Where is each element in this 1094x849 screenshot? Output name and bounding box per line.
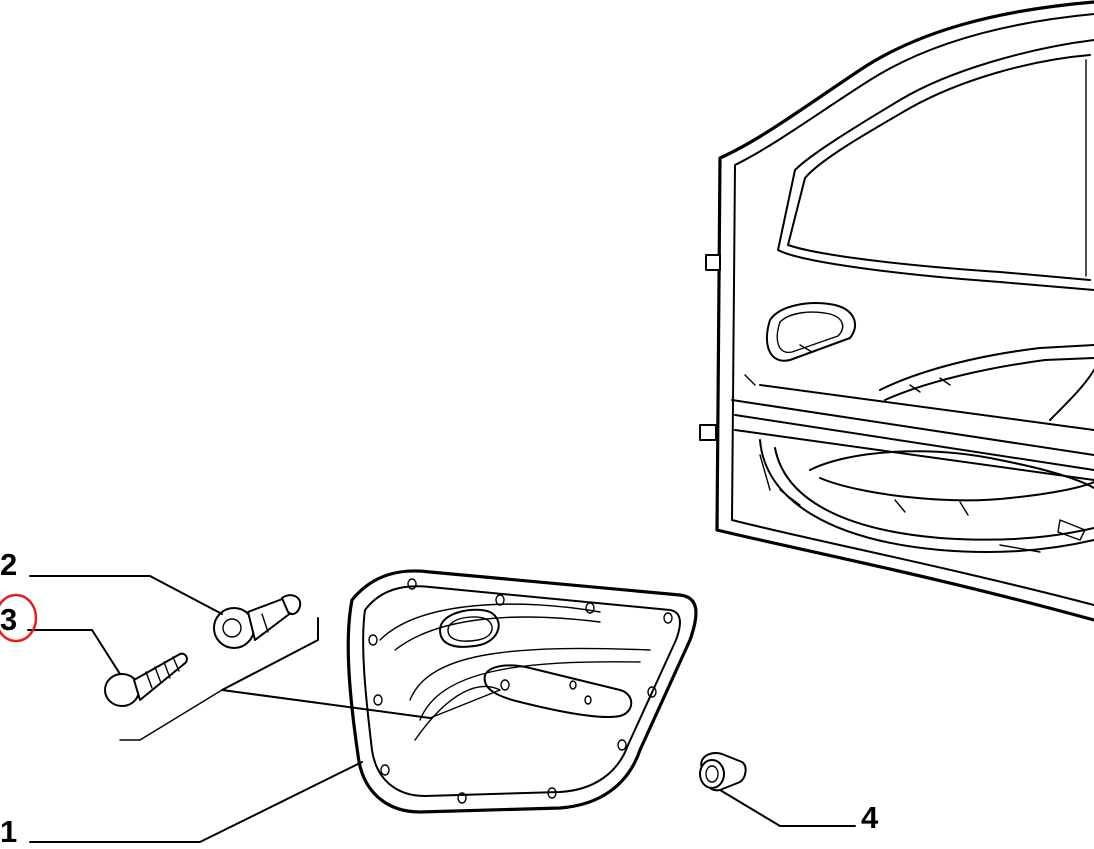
callout-3-highlight-ring (0, 593, 38, 643)
plug-cap (699, 752, 747, 792)
callout-3: 3 (0, 602, 17, 637)
door-frame (699, 0, 1094, 622)
callout-1: 1 (0, 814, 17, 844)
callout-2: 2 (0, 547, 17, 582)
door-trim-panel (346, 569, 698, 814)
callout-4: 4 (861, 800, 879, 835)
push-clip-fastener (213, 594, 302, 649)
leader-lines (27, 575, 856, 843)
self-tapping-screw (104, 652, 188, 707)
